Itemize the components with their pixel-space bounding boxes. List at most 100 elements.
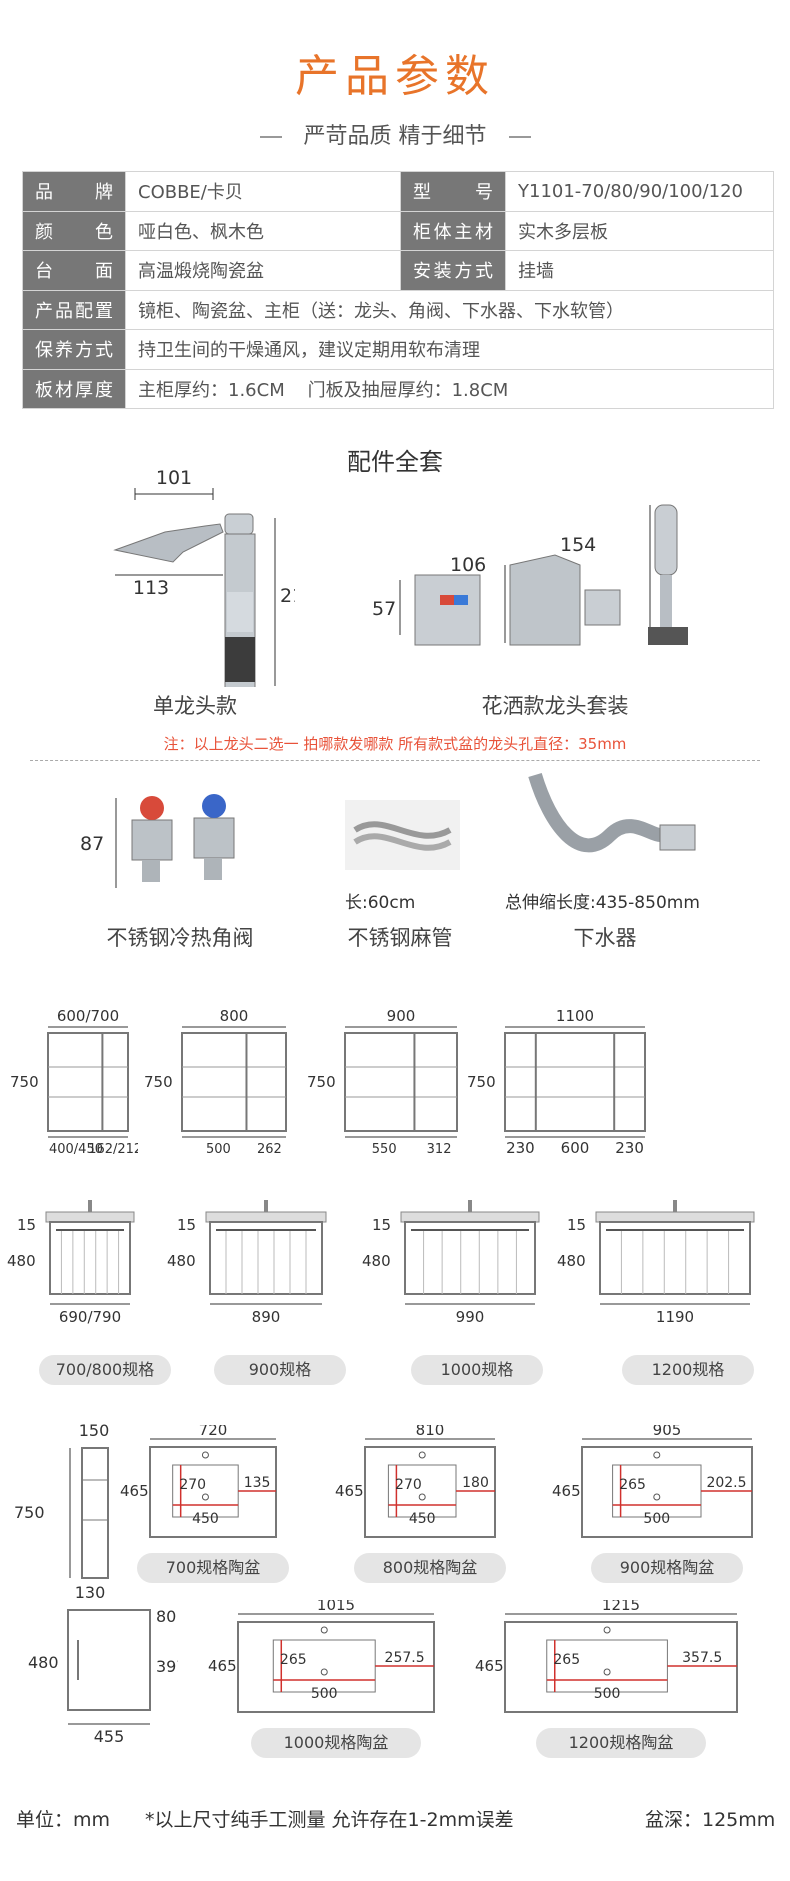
angle-valve-figure: 87 bbox=[80, 794, 235, 888]
single-faucet-figure: 101 113 217 bbox=[113, 467, 295, 687]
spec-value: 哑白色、枫木色 bbox=[125, 210, 401, 251]
faucet-width-dim: 101 bbox=[156, 467, 192, 489]
size-spec-badge: 1200规格 bbox=[622, 1355, 754, 1385]
mirror-bottom-dim: 500 bbox=[206, 1142, 231, 1157]
basin-spec-badge: 700规格陶盆 bbox=[137, 1553, 289, 1583]
basin-depth-dim: 465 bbox=[552, 1482, 581, 1500]
drain-length: 总伸缩长度:435-850mm bbox=[505, 893, 700, 913]
basin-inner-w-dim: 450 bbox=[192, 1511, 219, 1527]
mirror-bottom-dim: 550 bbox=[372, 1142, 397, 1157]
basin-spec-badge: 800规格陶盆 bbox=[354, 1553, 506, 1583]
valve-caption: 不锈钢冷热角阀 bbox=[106, 926, 254, 950]
small-cab-width: 455 bbox=[94, 1727, 125, 1745]
size-spec-badge: 900规格 bbox=[214, 1355, 346, 1385]
mirror-bottom-dim: 230 bbox=[615, 1139, 644, 1157]
main-cabinet: 15 480 690/790 bbox=[7, 1200, 135, 1326]
size-spec-badge: 700/800规格 bbox=[39, 1355, 171, 1385]
spec-label: 安装方式 bbox=[400, 250, 506, 291]
spec-value: 实木多层板 bbox=[505, 210, 774, 251]
basin-right-dim: 202.5 bbox=[706, 1475, 746, 1491]
mirror-height-dim: 750 bbox=[467, 1073, 496, 1091]
spec-row: 板材厚度 主柜厚约：1.6CM 门板及抽屉厚约：1.8CM bbox=[22, 368, 774, 409]
basin-inner-h-dim: 265 bbox=[619, 1477, 646, 1493]
basin-inner-w-dim: 500 bbox=[311, 1686, 338, 1702]
main-width-dim: 690/790 bbox=[59, 1308, 121, 1326]
basin-spec-badge: 1000规格陶盆 bbox=[251, 1728, 421, 1758]
spec-label: 颜 色 bbox=[22, 210, 126, 251]
drain-caption: 下水器 bbox=[573, 926, 637, 950]
accessory-note: 注：以上龙头二选一 拍哪款发哪款 所有款式盆的龙头孔直径：35mm bbox=[163, 735, 627, 753]
basin-right-dim: 357.5 bbox=[682, 1650, 722, 1666]
side-view-figure: 150 750 130 bbox=[14, 1421, 109, 1600]
main-height-dim: 480 bbox=[557, 1252, 586, 1270]
spec-row: 产品配置 镜柜、陶瓷盆、主柜（送：龙头、角阀、下水器、下水软管） bbox=[22, 289, 774, 330]
mirror-bottom-dim: 400/450 bbox=[49, 1142, 103, 1157]
main-width-dim: 990 bbox=[456, 1308, 485, 1326]
spec-label: 品 牌 bbox=[22, 171, 126, 212]
spec-value: 镜柜、陶瓷盆、主柜（送：龙头、角阀、下水器、下水软管） bbox=[125, 289, 774, 330]
spec-row: 保养方式 持卫生间的干燥通风，建议定期用软布清理 bbox=[22, 329, 774, 370]
size-spec-badge: 1000规格 bbox=[411, 1355, 543, 1385]
spec-value: COBBE/卡贝 bbox=[125, 171, 401, 212]
footer-unit: 单位：mm bbox=[16, 1809, 111, 1831]
main-height-dim: 480 bbox=[362, 1252, 391, 1270]
mirror-bottom-dim: 312 bbox=[427, 1142, 452, 1157]
mirror-width-dim: 800 bbox=[220, 1007, 249, 1025]
mirror-width-dim: 600/700 bbox=[57, 1007, 119, 1025]
spec-value: 高温煅烧陶瓷盆 bbox=[125, 250, 401, 291]
mirror-bottom-dim: 230 bbox=[506, 1139, 535, 1157]
single-faucet-caption: 单龙头款 bbox=[153, 694, 237, 718]
main-height-dim: 480 bbox=[7, 1252, 36, 1270]
spec-value: 持卫生间的干燥通风，建议定期用软布清理 bbox=[125, 329, 774, 370]
spec-label: 产品配置 bbox=[22, 289, 126, 330]
spec-table: 品 牌 COBBE/卡贝 型 号 Y1101-70/80/90/100/120 … bbox=[22, 171, 774, 409]
mirror-height-dim: 750 bbox=[144, 1073, 173, 1091]
spec-label: 板材厚度 bbox=[22, 368, 126, 409]
spec-row: 颜 色 哑白色、枫木色 柜体主材 实木多层板 bbox=[22, 210, 774, 251]
hose-length: 长:60cm bbox=[345, 893, 416, 913]
side-height: 750 bbox=[14, 1503, 45, 1522]
basin-inner-w-dim: 500 bbox=[643, 1511, 670, 1527]
mirror-cabinet: 1100 750 230 600 230 bbox=[467, 1007, 646, 1157]
valve-dim: 87 bbox=[80, 833, 104, 855]
basin-diagram: 905 465 265 500 202.5 bbox=[552, 1425, 753, 1538]
faucet-spout-dim: 113 bbox=[133, 577, 169, 599]
faucet-height-dim: 217 bbox=[280, 585, 295, 607]
mirror-bottom-dim: 600 bbox=[561, 1139, 590, 1157]
spec-label: 台 面 bbox=[22, 250, 126, 291]
basin-inner-h-dim: 265 bbox=[553, 1652, 580, 1668]
basin-depth-dim: 465 bbox=[208, 1657, 237, 1675]
set-dim-b: 106 bbox=[450, 554, 486, 576]
footer-disclaimer: *以上尺寸纯手工测量 允许存在1-2mm误差 bbox=[145, 1809, 514, 1831]
spec-value: 主柜厚约：1.6CM 门板及抽屉厚约：1.8CM bbox=[125, 368, 774, 409]
small-cab-top: 80 bbox=[156, 1607, 176, 1626]
set-dim-a: 57 bbox=[372, 598, 396, 620]
basin-right-dim: 180 bbox=[462, 1475, 489, 1491]
main-top-dim: 15 bbox=[17, 1216, 36, 1234]
basin-inner-h-dim: 270 bbox=[179, 1477, 206, 1493]
divider bbox=[30, 760, 760, 761]
page-title: 产品参数 bbox=[295, 51, 495, 102]
spec-row: 品 牌 COBBE/卡贝 型 号 Y1101-70/80/90/100/120 bbox=[22, 171, 774, 212]
basin-width-dim: 1215 bbox=[602, 1600, 640, 1614]
main-width-dim: 1190 bbox=[656, 1308, 694, 1326]
main-width-dim: 890 bbox=[252, 1308, 281, 1326]
main-cabinet: 15 480 990 bbox=[362, 1200, 540, 1326]
small-cabinet-figure: 480 80 397 455 bbox=[28, 1607, 178, 1745]
mirror-width-dim: 1100 bbox=[556, 1007, 594, 1025]
drain-figure bbox=[528, 772, 696, 853]
small-cab-right-h: 397 bbox=[156, 1657, 178, 1676]
mirror-height-dim: 750 bbox=[10, 1073, 39, 1091]
set-dim-c: 154 bbox=[560, 534, 596, 556]
basin-inner-w-dim: 500 bbox=[594, 1686, 621, 1702]
main-top-dim: 15 bbox=[372, 1216, 391, 1234]
basin-width-dim: 905 bbox=[653, 1425, 682, 1439]
